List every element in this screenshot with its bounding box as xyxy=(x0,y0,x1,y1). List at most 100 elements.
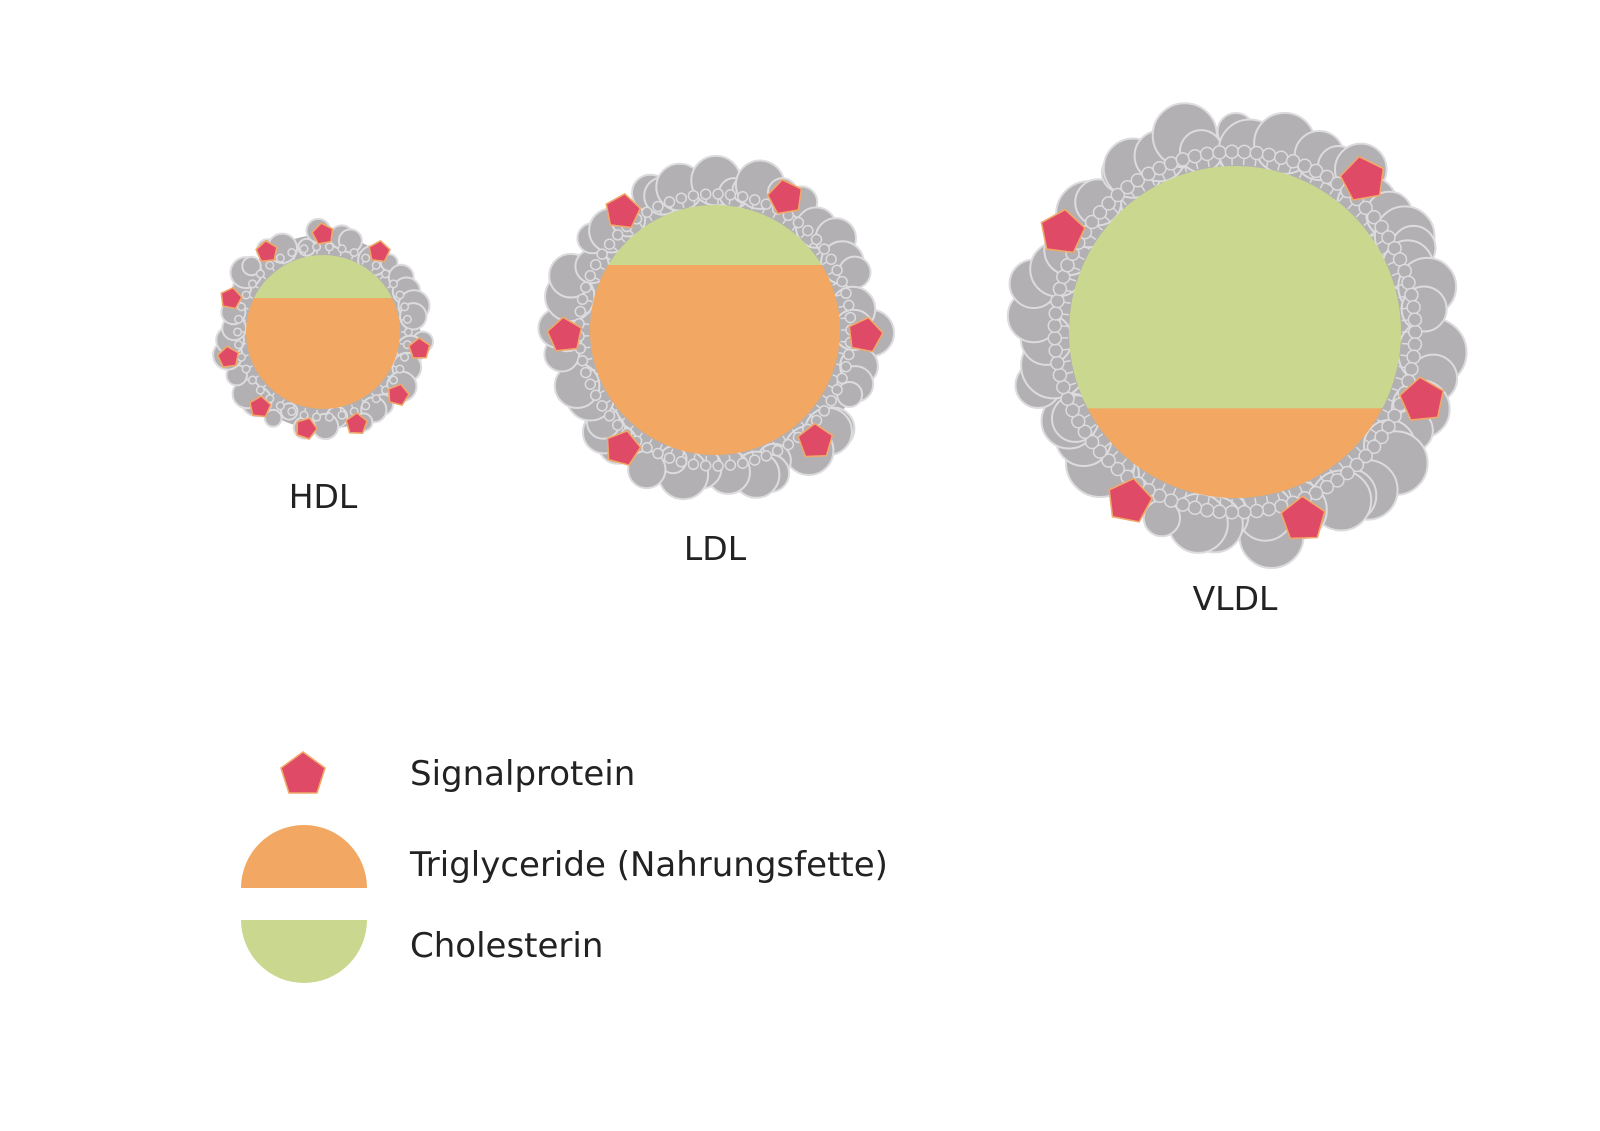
vldl-phospholipid-tail xyxy=(1398,295,1406,299)
ldl-phospholipid-tail xyxy=(670,206,674,212)
hdl-phospholipid-head xyxy=(247,375,258,385)
vldl-phospholipid-head xyxy=(1187,500,1203,516)
ldl-phospholipid-tail xyxy=(605,256,611,261)
pentagon-icon xyxy=(345,412,369,435)
pentagon-icon xyxy=(1280,495,1326,540)
vldl-phospholipid-head xyxy=(1056,379,1071,395)
vldl-phospholipid-head xyxy=(1358,448,1373,464)
hdl-phospholipid-tail xyxy=(292,255,296,260)
green-half-circle-icon xyxy=(241,920,367,983)
vldl-phospholipid-head xyxy=(1084,214,1100,230)
ldl-phospholipid-tail xyxy=(728,455,731,461)
vldl-phospholipid-tail xyxy=(1329,468,1335,476)
orange-half-circle-icon xyxy=(241,825,367,888)
pentagon-icon xyxy=(407,337,431,359)
ldl-phospholipid-head xyxy=(641,206,653,218)
pentagon-icon xyxy=(1108,477,1154,523)
ldl-phospholipid-head xyxy=(840,360,852,373)
ldl-phospholipid-head xyxy=(611,419,624,431)
vldl-phospholipid-tail xyxy=(1121,458,1127,465)
hdl-phospholipid-tail xyxy=(361,399,365,403)
hdl-particle xyxy=(212,217,434,441)
hdl-phospholipid-tail xyxy=(371,267,375,272)
vldl-phospholipid-head xyxy=(1175,152,1191,167)
vldl-phospholipid-tail xyxy=(1112,207,1119,214)
vldl-phospholipid-head xyxy=(1319,169,1335,185)
hdl-phospholipid-head xyxy=(349,247,359,258)
hdl-phospholipid-tail xyxy=(386,285,391,289)
vldl-phospholipid-tail xyxy=(1363,437,1370,444)
vldl-phospholipid-tail xyxy=(1298,171,1303,179)
hdl-phospholipid-head xyxy=(312,242,322,252)
vldl-phospholipid-head xyxy=(1052,281,1068,297)
legend-label-signal-protein: Signalprotein xyxy=(410,754,635,794)
hdl-phospholipid-tail xyxy=(379,275,384,280)
ldl-phospholipid-head xyxy=(831,384,843,396)
pentagon-icon xyxy=(249,395,272,418)
ldl-phospholipid-tail xyxy=(693,200,696,206)
pentagon-icon xyxy=(216,345,240,368)
vldl-phospholipid-tail xyxy=(1073,266,1081,271)
vldl-phospholipid-head xyxy=(1249,503,1264,519)
hdl-phospholipid-head xyxy=(275,253,285,263)
vldl-phospholipid-tail xyxy=(1400,307,1408,310)
ldl-phospholipid-tail xyxy=(620,237,626,243)
vldl-phospholipid-head xyxy=(1212,145,1227,160)
vldl-phospholipid-tail xyxy=(1338,462,1344,469)
hdl-phospholipid-tail xyxy=(392,295,397,299)
hdl-phospholipid-tail xyxy=(397,307,402,310)
vldl-phospholipid-head xyxy=(1406,349,1421,365)
vldl-phospholipid-head xyxy=(1408,324,1423,340)
hdl-phospholipid-tail xyxy=(379,384,384,389)
ldl-phospholipid-head xyxy=(574,305,587,318)
vldl-phospholipid-tail xyxy=(1207,160,1210,168)
vldl-phospholipid-tail xyxy=(1298,485,1303,493)
hdl-phospholipid-head xyxy=(324,242,334,252)
hdl-phospholipid-tail xyxy=(339,407,342,412)
pentagon-icon xyxy=(1398,376,1445,421)
vldl-phospholipid-tail xyxy=(1363,220,1370,227)
ldl-phospholipid-tail xyxy=(761,208,766,214)
ldl-phospholipid-tail xyxy=(739,201,743,207)
vldl-phospholipid-tail xyxy=(1069,382,1077,386)
hdl-phospholipid-head xyxy=(299,244,309,254)
ldl-phospholipid-head xyxy=(818,405,831,417)
vldl-phospholipid-tail xyxy=(1066,289,1074,293)
hdl-phospholipid-head xyxy=(265,260,275,270)
ldl-phospholipid-tail xyxy=(599,389,605,394)
ldl-phospholipid-head xyxy=(724,189,737,201)
ldl-phospholipid-head xyxy=(589,389,602,402)
vldl-phospholipid-tail xyxy=(1254,159,1257,167)
vldl-phospholipid-tail xyxy=(1391,272,1399,277)
pentagon-icon xyxy=(848,316,884,353)
vldl-phospholipid-tail xyxy=(1401,319,1409,322)
ldl-phospholipid-tail xyxy=(629,425,634,431)
vldl-phospholipid-tail xyxy=(1398,365,1406,369)
vldl-phospholipid-head xyxy=(1110,187,1126,203)
hdl-phospholipid-tail xyxy=(281,261,285,265)
ldl-phospholipid-tail xyxy=(822,261,828,266)
ldl-phospholipid-head xyxy=(760,198,773,210)
vldl-phospholipid-head xyxy=(1224,505,1240,520)
vldl-phospholipid-tail xyxy=(1347,203,1354,210)
hdl-phospholipid-tail xyxy=(399,319,404,322)
pentagon-icon xyxy=(311,222,334,245)
hdl-phospholipid-tail xyxy=(350,404,354,409)
vldl-phospholipid-tail xyxy=(1140,472,1146,479)
vldl-phospholipid-head xyxy=(1273,150,1289,165)
hdl-phospholipid-head xyxy=(402,314,412,324)
hdl-phospholipid-head xyxy=(234,314,244,324)
vldl-phospholipid-tail xyxy=(1083,414,1091,419)
legend: Signalprotein Triglyceride (Nahrungsfett… xyxy=(241,751,888,983)
vldl-phospholipid-head xyxy=(1199,502,1215,518)
vldl-particle xyxy=(1006,102,1468,569)
vldl-phospholipid-tail xyxy=(1288,167,1292,175)
ldl-phospholipid-tail xyxy=(659,444,663,450)
ldl-phospholipid-head xyxy=(818,243,831,255)
vldl-phospholipid-tail xyxy=(1066,371,1074,375)
vldl-phospholipid-head xyxy=(1407,337,1423,352)
legend-item-signal-protein: Signalprotein xyxy=(280,751,635,794)
vldl-phospholipid-tail xyxy=(1400,354,1408,357)
ldl-phospholipid-tail xyxy=(638,432,643,438)
hdl-phospholipid-tail xyxy=(399,342,404,345)
